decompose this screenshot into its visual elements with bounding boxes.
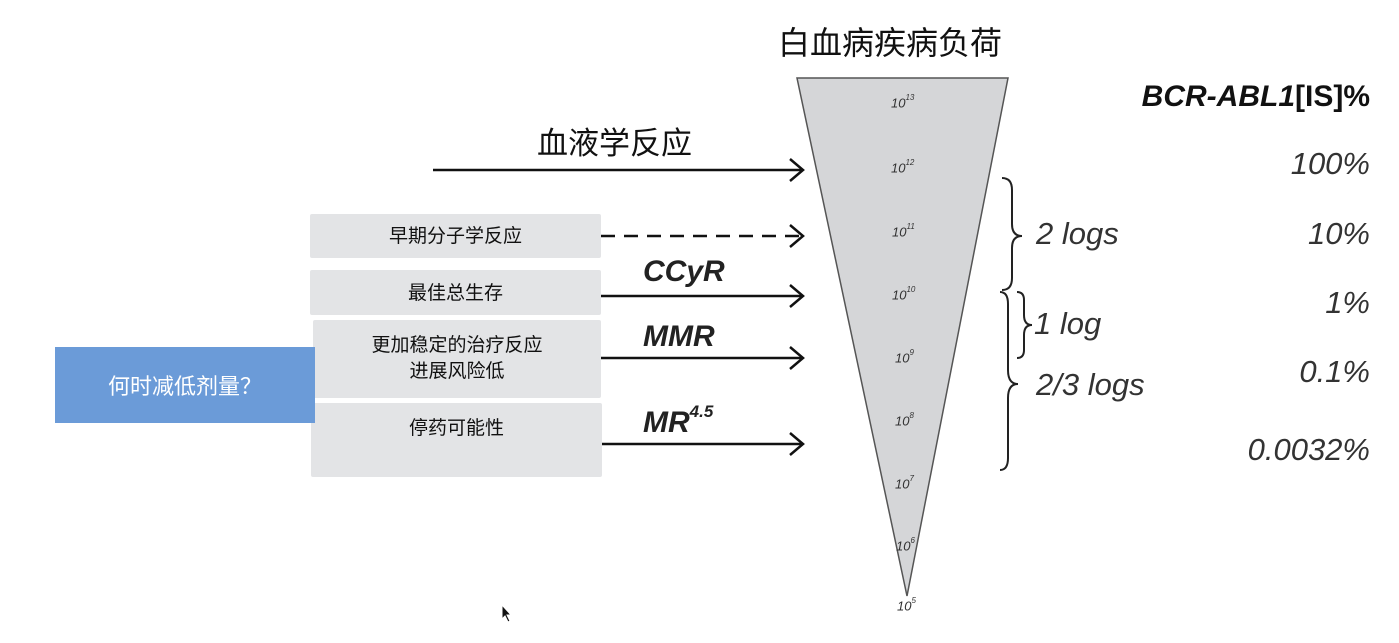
mmr-arrow bbox=[601, 346, 805, 370]
dose-reduction-label: 何时减低剂量？ bbox=[107, 375, 262, 400]
burden-tick: 109 bbox=[895, 348, 914, 366]
early-molecular-response-label: 早期分子学反应 bbox=[388, 225, 522, 247]
mr45-label: MR4.5 bbox=[643, 402, 713, 440]
hematologic-response-label: 血液学反应 bbox=[537, 126, 692, 162]
brace-1-log bbox=[1016, 291, 1033, 359]
percent-label: 10% bbox=[1307, 216, 1370, 251]
two-thirds-logs-label: 2/3 logs bbox=[1036, 367, 1145, 402]
burden-tick: 1011 bbox=[892, 222, 915, 240]
percent-label: 0.0032% bbox=[1247, 432, 1370, 467]
percent-label: 0.1% bbox=[1299, 354, 1370, 389]
mr45-superscript: 4.5 bbox=[689, 402, 714, 421]
percent-label: 100% bbox=[1290, 146, 1370, 181]
bcr-abl1-header: BCR-ABL1[IS]% bbox=[1142, 80, 1370, 114]
brace-2-3-logs bbox=[999, 291, 1019, 471]
mr45-base: MR bbox=[643, 406, 690, 439]
burden-tick: 108 bbox=[895, 411, 914, 429]
two-logs-label: 2 logs bbox=[1036, 216, 1119, 251]
mr45-arrow bbox=[601, 432, 805, 456]
brace-2-logs bbox=[1001, 177, 1023, 291]
stable-response-line1: 更加稳定的治疗反应 bbox=[371, 334, 543, 356]
bcr-abl1-suffix: [IS]% bbox=[1295, 80, 1370, 113]
burden-tick: 1013 bbox=[891, 93, 915, 111]
diagram-title: 白血病疾病负荷 bbox=[778, 24, 1003, 62]
mmr-label: MMR bbox=[643, 320, 715, 353]
optimal-overall-survival-label: 最佳总生存 bbox=[407, 281, 503, 304]
stable-response-line2: 进展风险低 bbox=[409, 360, 505, 382]
early-molecular-arrow bbox=[601, 224, 805, 248]
ccyr-label: CCyR bbox=[643, 255, 725, 288]
dose-reduction-box: 何时减低剂量？ bbox=[55, 347, 315, 423]
treatment-free-label: 停药可能性 bbox=[408, 417, 504, 439]
burden-tick: 105 bbox=[897, 596, 916, 614]
burden-tick: 1012 bbox=[891, 158, 915, 176]
treatment-free-box: 停药可能性 bbox=[311, 403, 602, 477]
ccyr-arrow bbox=[601, 284, 805, 308]
burden-tick: 106 bbox=[896, 536, 915, 554]
burden-tick: 1010 bbox=[892, 285, 916, 303]
disease-burden-funnel bbox=[796, 77, 1009, 597]
hematologic-arrow bbox=[433, 158, 805, 182]
burden-tick: 107 bbox=[895, 474, 914, 492]
bcr-abl1-gene: BCR-ABL1 bbox=[1141, 80, 1295, 113]
percent-label: 1% bbox=[1325, 285, 1370, 320]
optimal-overall-survival-box: 最佳总生存 bbox=[310, 270, 601, 315]
stable-response-box: 更加稳定的治疗反应 进展风险低 bbox=[313, 320, 601, 398]
early-molecular-response-box: 早期分子学反应 bbox=[310, 214, 601, 258]
mouse-cursor-icon bbox=[501, 604, 513, 623]
one-log-label: 1 log bbox=[1034, 306, 1102, 341]
